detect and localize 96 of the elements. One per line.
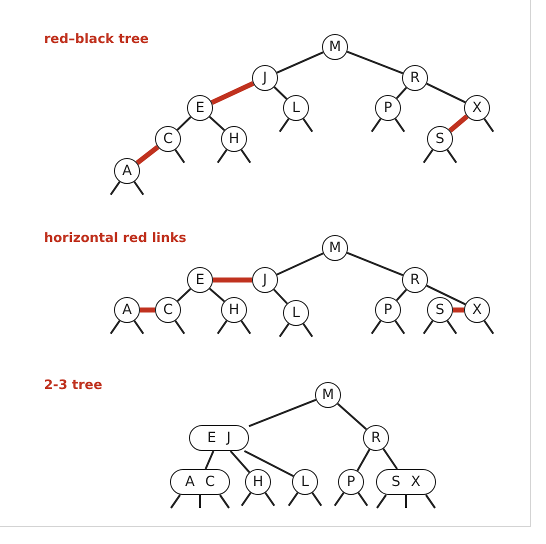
tree-link xyxy=(337,402,367,430)
null-link xyxy=(216,149,228,164)
null-link xyxy=(278,323,290,338)
null-link xyxy=(425,494,436,509)
null-link xyxy=(174,320,186,334)
null-link xyxy=(216,320,228,334)
tree-link xyxy=(274,86,288,100)
tree-link xyxy=(426,82,466,104)
tree-link xyxy=(382,448,398,470)
tree-link xyxy=(426,284,466,306)
null-link xyxy=(394,320,406,334)
null-link xyxy=(240,492,252,506)
tree-node: A xyxy=(114,158,140,184)
tree-link xyxy=(136,145,160,165)
null-link xyxy=(446,149,458,164)
tree-link xyxy=(244,450,294,477)
tree-node: X xyxy=(464,95,490,121)
null-link xyxy=(302,118,314,132)
tree-link xyxy=(210,81,254,105)
tree-link xyxy=(453,308,464,312)
tree-link xyxy=(273,288,288,304)
null-link xyxy=(170,494,181,509)
tree-node: J xyxy=(252,65,278,91)
tree-node: E xyxy=(187,267,213,293)
tree-link xyxy=(396,289,408,301)
tree-node: M xyxy=(322,235,348,261)
null-link xyxy=(370,320,382,334)
tree-node: P xyxy=(338,469,364,495)
tree-link xyxy=(140,308,155,312)
null-link xyxy=(278,118,290,132)
tree-node: R xyxy=(402,65,428,91)
tree-title: horizontal red links xyxy=(44,231,186,246)
tree-node: C xyxy=(155,297,181,323)
tree-node: H xyxy=(245,469,271,495)
null-link xyxy=(133,181,144,196)
tree-link xyxy=(208,116,226,131)
tree-link xyxy=(176,288,192,302)
tree-node: R xyxy=(402,267,428,293)
tree-link xyxy=(396,87,408,99)
null-link xyxy=(110,181,121,196)
tree-node: A xyxy=(114,297,140,323)
null-link xyxy=(240,320,252,334)
tree-node: H xyxy=(221,297,247,323)
null-link xyxy=(483,118,494,132)
null-link xyxy=(405,495,407,508)
tree-link xyxy=(248,398,316,428)
null-link xyxy=(264,492,276,506)
tree-node: L xyxy=(292,469,318,495)
tree-link xyxy=(209,288,225,302)
tree-node: E xyxy=(187,95,213,121)
null-link xyxy=(370,118,382,132)
tree-link xyxy=(276,51,324,74)
tree-node: H xyxy=(221,126,247,152)
tree-node: J xyxy=(252,267,278,293)
null-link xyxy=(446,320,458,334)
tree-node: X xyxy=(464,297,490,323)
tree-link xyxy=(213,278,252,282)
null-link xyxy=(376,494,387,509)
null-link xyxy=(199,495,201,508)
null-link xyxy=(302,323,314,338)
tree-node: M xyxy=(315,382,341,408)
tree-node: P xyxy=(375,297,401,323)
tree-node: L xyxy=(283,95,309,121)
tree-title: 2-3 tree xyxy=(44,378,102,393)
null-link xyxy=(334,492,345,506)
null-link xyxy=(219,494,230,509)
tree-link xyxy=(230,450,250,473)
tree-node: L xyxy=(283,300,309,326)
tree-link xyxy=(176,116,192,131)
null-link xyxy=(133,320,144,334)
three-node: A C xyxy=(170,469,230,495)
tree-node: P xyxy=(375,95,401,121)
tree-link xyxy=(448,114,469,133)
tree-node: M xyxy=(322,34,348,60)
null-link xyxy=(240,149,252,164)
tree-link xyxy=(204,450,214,470)
tree-node: S xyxy=(427,297,453,323)
null-link xyxy=(311,492,322,506)
null-link xyxy=(357,492,368,506)
null-link xyxy=(288,492,299,506)
tree-link xyxy=(346,50,404,74)
tree-link xyxy=(346,252,404,276)
null-link xyxy=(483,320,494,334)
tree-link xyxy=(276,252,324,276)
null-link xyxy=(110,320,121,334)
tree-node: R xyxy=(363,425,389,451)
tree-node: S xyxy=(427,126,453,152)
three-node: S X xyxy=(376,469,436,495)
null-link xyxy=(394,118,406,132)
null-link xyxy=(174,149,186,164)
null-link xyxy=(422,149,434,164)
tree-node: C xyxy=(155,126,181,152)
null-link xyxy=(422,320,434,334)
tree-title: red–black tree xyxy=(44,32,149,47)
tree-link xyxy=(356,448,370,472)
three-node: E J xyxy=(189,425,249,451)
